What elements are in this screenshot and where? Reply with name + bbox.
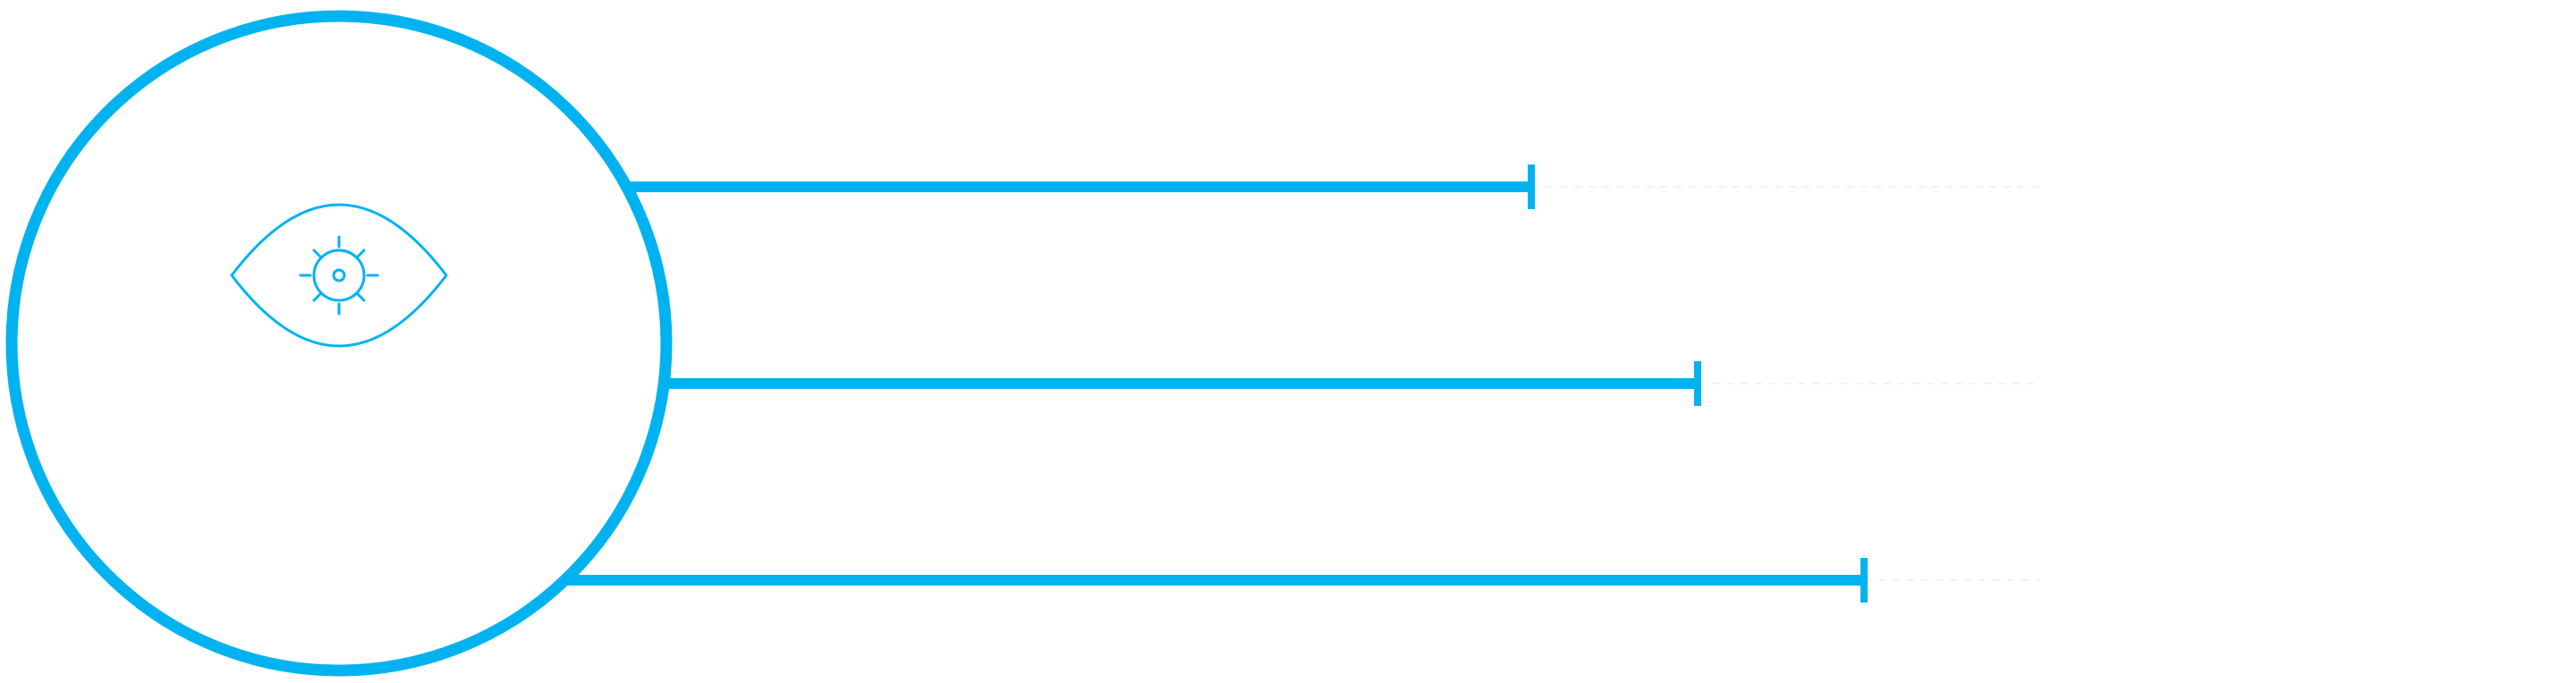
- bar-tracks: [1531, 186, 2039, 581]
- sun-ring: [312, 249, 366, 302]
- sun-rays: [299, 235, 379, 316]
- hub-circle: [5, 10, 673, 677]
- eye-icon: [230, 203, 448, 348]
- sun-center: [332, 268, 346, 282]
- eye-outline: [230, 203, 448, 348]
- bar-fills: [564, 164, 1868, 603]
